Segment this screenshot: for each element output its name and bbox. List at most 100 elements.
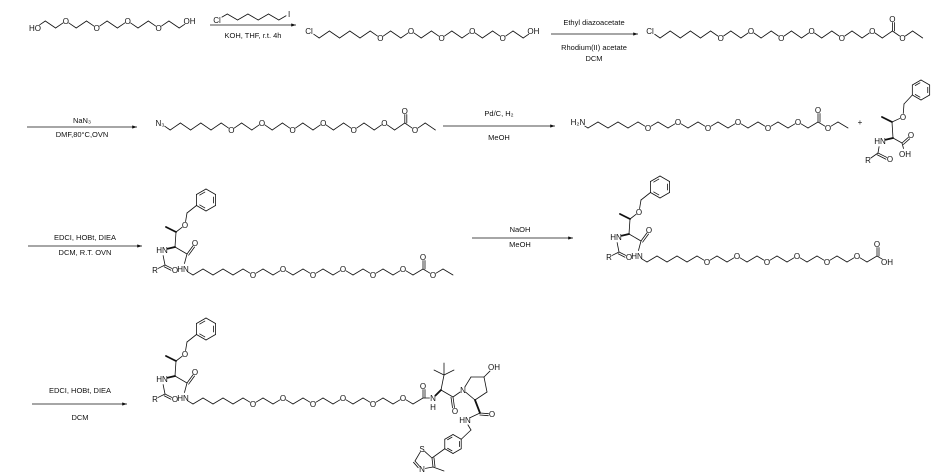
- bond: [382, 397, 394, 405]
- bond: [641, 258, 648, 263]
- atom-label: O: [320, 119, 326, 128]
- atom-label: O: [182, 221, 188, 230]
- bond: [405, 399, 414, 405]
- atom-label: O: [125, 17, 131, 26]
- bond: [912, 30, 924, 39]
- bond: [169, 122, 181, 131]
- ring-double-bond: [447, 436, 453, 441]
- step6-reagent: NaOH: [510, 225, 531, 234]
- atom-label: O: [408, 27, 414, 36]
- bond: [232, 397, 244, 405]
- bond: [469, 412, 481, 418]
- bond: [424, 450, 433, 459]
- bond: [147, 20, 157, 27]
- bond: [467, 424, 472, 431]
- bond: [295, 122, 304, 129]
- bond: [99, 20, 108, 27]
- step6-arrow-group: NaOH MeOH: [472, 225, 573, 249]
- atom-label: O: [887, 155, 893, 164]
- atom-label: O: [824, 258, 830, 267]
- bond: [174, 375, 188, 384]
- bond: [747, 121, 759, 129]
- bond: [192, 268, 204, 276]
- ring-double-bond: [199, 204, 206, 209]
- bond: [799, 257, 808, 263]
- atom-label: OH: [488, 363, 500, 372]
- bond: [68, 22, 77, 29]
- bond: [444, 30, 453, 37]
- bond: [587, 121, 599, 129]
- bond: [770, 121, 779, 127]
- double-bond-line: [642, 233, 649, 243]
- atom-label: R: [152, 395, 158, 404]
- bond: [278, 15, 287, 21]
- bond: [313, 33, 320, 39]
- bond: [164, 264, 173, 269]
- atom-label: O: [370, 400, 376, 409]
- bond: [390, 30, 402, 39]
- atom-label: O: [900, 113, 906, 122]
- bond: [837, 121, 849, 129]
- bond: [412, 397, 424, 405]
- bond: [174, 360, 177, 377]
- bond: [851, 30, 863, 39]
- bond: [268, 13, 280, 21]
- bond: [312, 124, 321, 131]
- wedge-bond: [620, 233, 630, 237]
- bond: [669, 30, 681, 39]
- bond: [618, 251, 627, 256]
- bond: [730, 30, 742, 39]
- bond: [474, 391, 488, 401]
- atom-label: S: [419, 445, 424, 454]
- bond: [130, 22, 139, 29]
- bond: [328, 30, 341, 39]
- ring-bond: [196, 334, 207, 341]
- step2-solvent: DCM: [585, 54, 602, 63]
- bond: [874, 32, 883, 39]
- bond: [679, 30, 691, 39]
- atom-label: O: [400, 265, 406, 274]
- ring-bond: [650, 192, 661, 199]
- atom-label: OH: [184, 17, 196, 26]
- bond: [431, 457, 434, 468]
- bond: [617, 121, 629, 129]
- bond: [452, 391, 461, 398]
- bond: [806, 255, 818, 263]
- bond: [382, 268, 394, 276]
- bond: [442, 268, 454, 276]
- bond: [891, 121, 894, 139]
- bond: [904, 30, 913, 37]
- bond: [881, 30, 893, 39]
- bond: [242, 268, 251, 274]
- atom-label: OH: [899, 150, 911, 159]
- atom-label: N: [419, 465, 425, 474]
- atom-label: O: [778, 34, 784, 43]
- bond: [451, 30, 463, 39]
- atom-label: O: [351, 126, 357, 135]
- atom-label: O: [402, 107, 408, 116]
- bond: [271, 122, 283, 131]
- step5-conditions: DCM, R.T. OVN: [59, 248, 112, 257]
- bond: [432, 466, 445, 472]
- atom-label: O: [259, 119, 265, 128]
- bond: [903, 94, 913, 105]
- atom-label: O: [452, 407, 458, 416]
- bond: [452, 396, 455, 408]
- atom-label: O: [500, 34, 506, 43]
- ring-bond: [920, 94, 931, 101]
- bond: [807, 121, 819, 129]
- bond: [505, 30, 514, 37]
- bond: [481, 30, 494, 39]
- bond: [233, 122, 243, 129]
- atom-label: Cl: [646, 27, 654, 36]
- bond: [394, 122, 406, 131]
- bond: [817, 121, 826, 127]
- bond: [716, 255, 728, 263]
- bond: [157, 264, 166, 269]
- bond: [332, 399, 341, 405]
- atom-label: N: [430, 394, 436, 403]
- bond: [783, 30, 792, 37]
- bond: [175, 355, 183, 362]
